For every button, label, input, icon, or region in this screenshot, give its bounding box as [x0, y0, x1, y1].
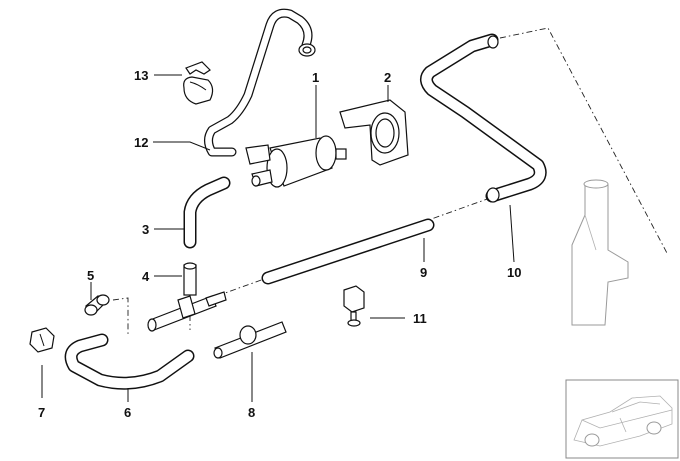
callout-7: 7: [38, 405, 45, 420]
callout-11: 11: [413, 311, 427, 326]
part-12-hose[interactable]: [204, 8, 316, 157]
part-11-grommet[interactable]: [343, 285, 365, 327]
callout-4: 4: [142, 269, 150, 284]
leader-12: [153, 141, 211, 151]
callout-12: 12: [134, 135, 148, 150]
callout-6: 6: [124, 405, 131, 420]
part-2-mount[interactable]: [339, 99, 409, 166]
part-8-check-valve[interactable]: [213, 321, 287, 359]
part-6-hose[interactable]: [64, 333, 195, 390]
part-7-clip[interactable]: [29, 327, 55, 353]
callout-1: 1: [312, 70, 319, 85]
thumbnail-frame: [565, 379, 679, 459]
leader-lines: [41, 74, 515, 402]
part-4-t-connector[interactable]: [147, 262, 227, 332]
callout-10: 10: [507, 265, 521, 280]
callout-8: 8: [248, 405, 255, 420]
callout-13: 13: [134, 68, 148, 83]
callout-9: 9: [420, 265, 427, 280]
vehicle-thumbnail[interactable]: [565, 379, 679, 459]
callout-2: 2: [384, 70, 391, 85]
callout-5: 5: [87, 268, 94, 283]
part-10-hose[interactable]: [420, 33, 547, 203]
ghost-pipe: [571, 179, 629, 326]
leader-10: [509, 204, 515, 263]
car-silhouette-icon: [573, 395, 673, 447]
callout-3: 3: [142, 222, 149, 237]
part-3-hose[interactable]: [183, 176, 231, 249]
part-1-washer-pump[interactable]: [245, 135, 347, 188]
part-9-hose[interactable]: [261, 218, 435, 285]
part-5-tube[interactable]: [84, 294, 110, 316]
part-13-clip[interactable]: [183, 61, 214, 105]
callout-labels: 13 1 2 12 3 4 5 6 7 8 9 10 11: [38, 68, 521, 420]
